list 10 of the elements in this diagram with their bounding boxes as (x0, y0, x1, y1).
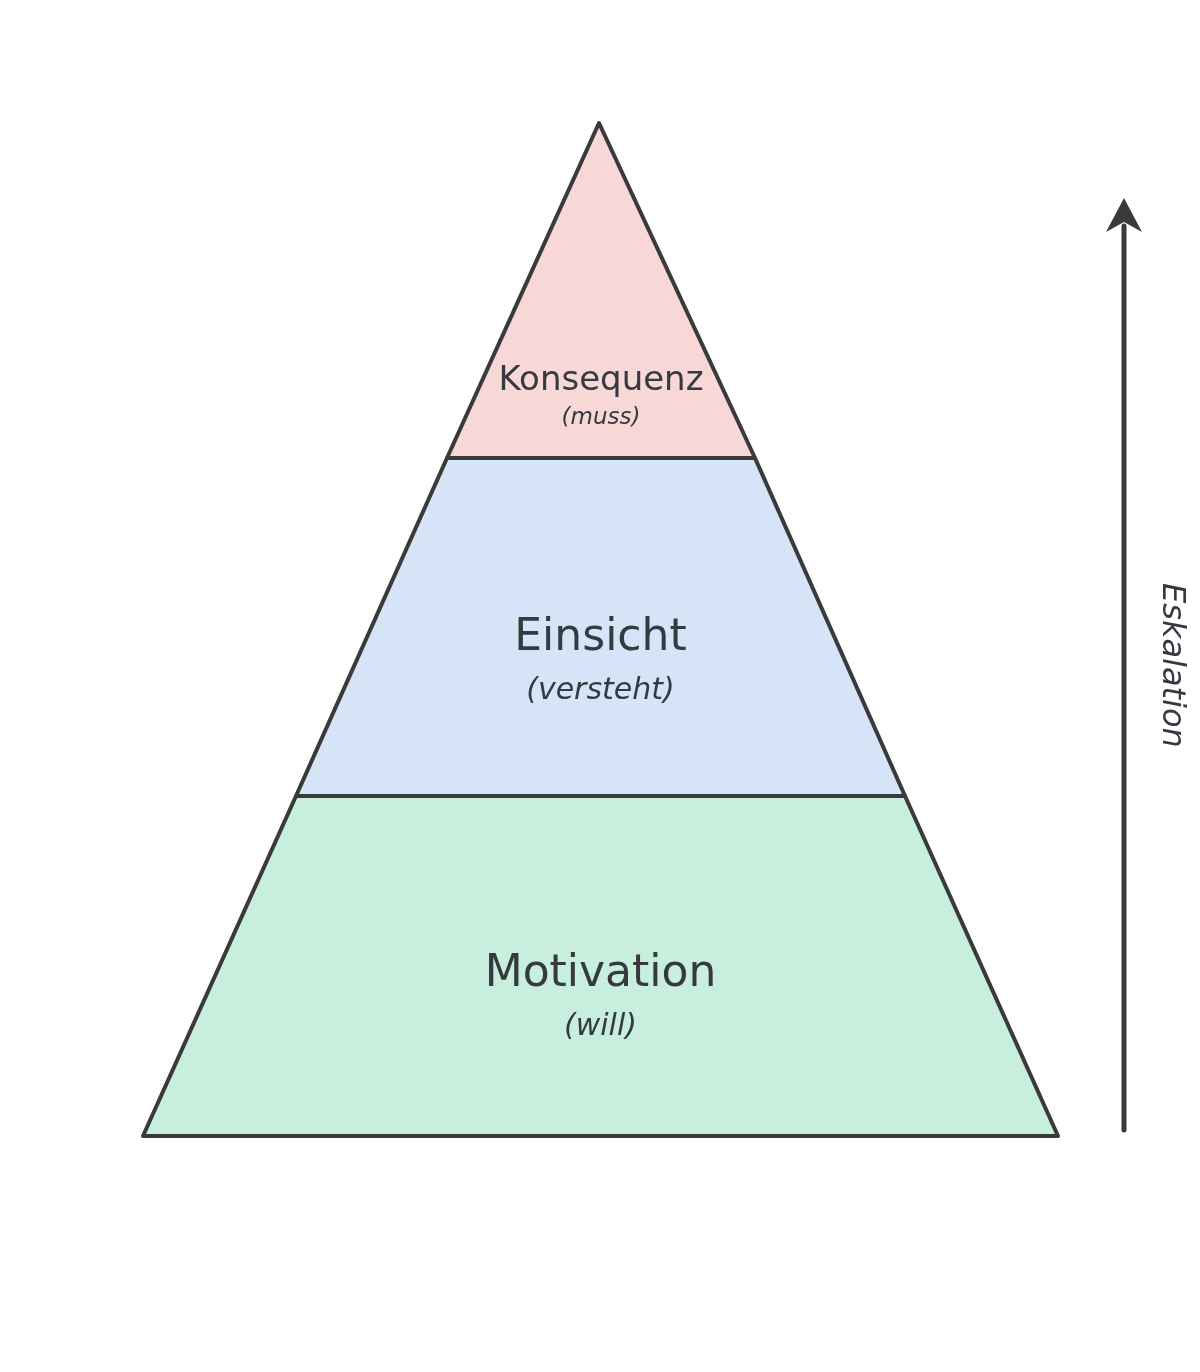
tier-subtitle: (versteht) (526, 672, 675, 707)
tier-title: Motivation (484, 946, 717, 997)
tier-title: Einsicht (514, 610, 687, 661)
arrow-label: Eskalation (1158, 583, 1190, 748)
pyramid-tier (143, 796, 1058, 1136)
pyramid-tier (447, 123, 755, 458)
tier-subtitle: (muss) (561, 403, 641, 430)
pyramid-tier (296, 458, 905, 796)
tier-title: Konsequenz (498, 359, 704, 399)
tier-subtitle: (will) (564, 1008, 637, 1043)
